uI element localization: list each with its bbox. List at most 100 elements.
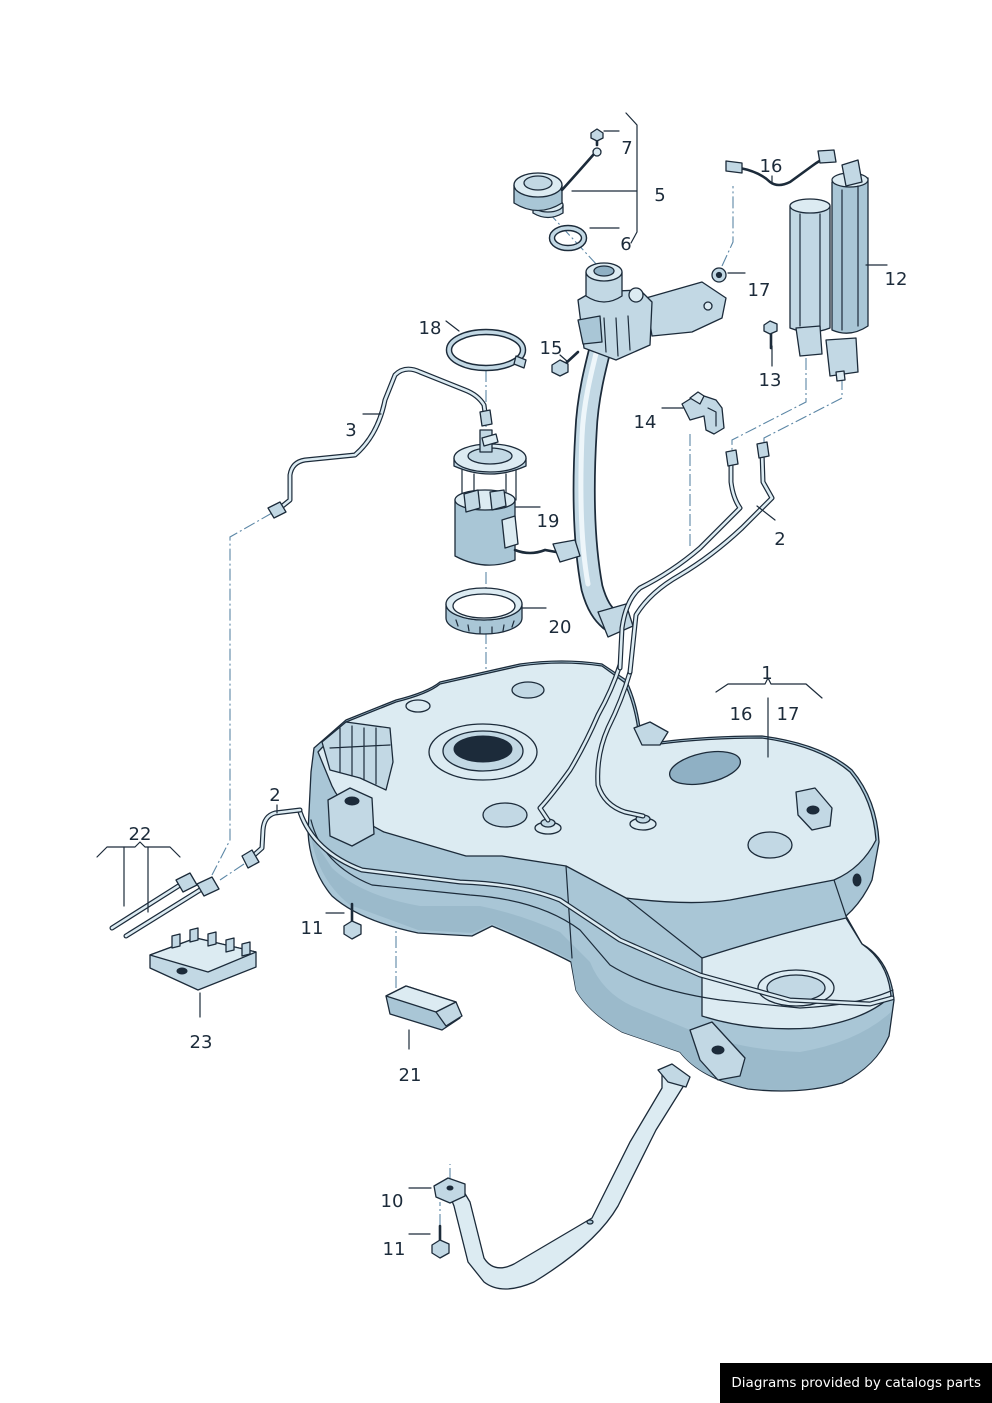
clip-14 bbox=[681, 391, 725, 435]
fuel-tank bbox=[297, 660, 895, 1092]
harness-connector-left bbox=[725, 160, 743, 174]
ring-20-teeth bbox=[455, 619, 515, 634]
pipe-2-right-a-connector bbox=[725, 449, 739, 467]
gasket-6-body bbox=[550, 226, 586, 250]
pipe-2-left-core bbox=[251, 808, 302, 858]
pump-wire bbox=[513, 548, 558, 555]
fuel-pump-19 bbox=[453, 429, 581, 566]
tank-step-line bbox=[565, 865, 847, 959]
filler-head-arm-hole bbox=[703, 301, 713, 311]
callout-15[interactable]: 15 bbox=[540, 338, 563, 359]
callout-2-right[interactable]: 2 bbox=[774, 529, 785, 550]
pipe-2-right-a-core bbox=[618, 456, 742, 670]
callout-6[interactable]: 6 bbox=[620, 234, 631, 255]
bolt-11-upper bbox=[343, 902, 362, 940]
callout-20[interactable]: 20 bbox=[549, 617, 572, 638]
align-nut-17-to-wire bbox=[721, 186, 734, 267]
tank-front-bracket bbox=[327, 787, 375, 847]
canister-left-top bbox=[789, 198, 831, 214]
clip-14-tab bbox=[689, 391, 705, 405]
callout-1[interactable]: 1 bbox=[761, 663, 772, 684]
bolt-13-head bbox=[763, 320, 778, 335]
pump-guide-rods bbox=[461, 469, 517, 501]
fuel-lines-22 bbox=[109, 872, 220, 939]
cap-tether-cord bbox=[560, 152, 596, 192]
callout-11-lower[interactable]: 11 bbox=[383, 1239, 406, 1260]
callout-10[interactable]: 10 bbox=[381, 1191, 404, 1212]
line-22-a-connector bbox=[175, 872, 198, 893]
connector-21 bbox=[385, 985, 463, 1031]
pipe-2-left bbox=[241, 807, 303, 869]
callout-21[interactable]: 21 bbox=[399, 1065, 422, 1086]
line-22-a-core bbox=[110, 883, 182, 930]
bolt-13 bbox=[763, 320, 778, 350]
leader-15 bbox=[559, 354, 569, 363]
filler-head-ribs bbox=[603, 315, 631, 357]
bolt-15-shaft bbox=[563, 350, 580, 366]
screw-7 bbox=[590, 128, 604, 147]
tensioning-strap bbox=[433, 1063, 691, 1290]
callout-16-tank[interactable]: 16 bbox=[730, 704, 753, 725]
bolt-11-lower-head bbox=[431, 1239, 450, 1259]
cap-top-grip bbox=[523, 175, 553, 191]
nut-17-hole bbox=[715, 271, 723, 279]
tank-seam-line bbox=[310, 819, 894, 1009]
canister-top-connector bbox=[841, 159, 863, 187]
callout-22[interactable]: 22 bbox=[129, 824, 152, 845]
strap-bracket bbox=[433, 1177, 466, 1204]
strap-rivet bbox=[586, 1219, 594, 1225]
canister-ribs bbox=[799, 185, 859, 331]
carbon-canister-12 bbox=[789, 159, 869, 382]
tank-port-left bbox=[534, 818, 562, 835]
callout-labels: 7 5 6 16 12 17 18 15 13 3 14 19 2 20 1 1… bbox=[129, 138, 908, 1260]
ring-20-inner bbox=[452, 593, 516, 619]
callout-17-tank[interactable]: 17 bbox=[777, 704, 800, 725]
tank-line-a-core bbox=[538, 663, 622, 822]
screw-7-head bbox=[590, 128, 604, 142]
pipe-2-right-b-connector bbox=[756, 441, 770, 459]
brace-22 bbox=[96, 841, 181, 858]
callout-3[interactable]: 3 bbox=[345, 420, 356, 441]
leader-2-right bbox=[756, 505, 776, 521]
locking-ring-20 bbox=[445, 587, 523, 635]
harness-connector-right bbox=[817, 149, 837, 164]
callout-12[interactable]: 12 bbox=[885, 269, 908, 290]
align-canister-port-a bbox=[731, 358, 807, 452]
canister-port-b-nipple bbox=[835, 370, 846, 382]
canister-port-b bbox=[825, 337, 859, 377]
canister-left-column bbox=[789, 205, 831, 333]
clip-14-body bbox=[681, 393, 725, 435]
callout-5[interactable]: 5 bbox=[654, 185, 665, 206]
filler-head-arm bbox=[645, 281, 727, 337]
callout-19[interactable]: 19 bbox=[537, 511, 560, 532]
pump-reservoir bbox=[454, 499, 516, 566]
callout-leaders bbox=[96, 112, 888, 1235]
tank-underside-shade bbox=[311, 836, 891, 1090]
tank-bottom-bracket-hole bbox=[711, 1045, 725, 1055]
tank-boss-top-left bbox=[405, 699, 431, 713]
tank-right-bracket-hole bbox=[806, 805, 820, 815]
callout-2-left[interactable]: 2 bbox=[269, 785, 280, 806]
callout-16-top[interactable]: 16 bbox=[760, 156, 783, 177]
align-pipe-3-to-lines-22 bbox=[211, 512, 273, 876]
tank-recess-top bbox=[511, 681, 545, 699]
canister-port-a bbox=[795, 325, 823, 357]
callout-17-top[interactable]: 17 bbox=[748, 280, 771, 301]
canister-right-column bbox=[831, 177, 869, 334]
seal-ring-18 bbox=[445, 328, 527, 372]
pump-electrical-connector bbox=[552, 539, 581, 563]
pipes-2-right bbox=[617, 441, 775, 675]
callout-7[interactable]: 7 bbox=[621, 138, 632, 159]
leader-18 bbox=[445, 320, 460, 332]
tank-pump-opening bbox=[453, 735, 513, 763]
callout-18[interactable]: 18 bbox=[419, 318, 442, 339]
callout-13[interactable]: 13 bbox=[759, 370, 782, 391]
pump-float-arm bbox=[501, 515, 519, 549]
callout-23[interactable]: 23 bbox=[190, 1032, 213, 1053]
callout-14[interactable]: 14 bbox=[634, 412, 657, 433]
callout-11-upper[interactable]: 11 bbox=[301, 918, 324, 939]
cap-tether-eye bbox=[592, 147, 602, 157]
connector-21-plug bbox=[435, 1001, 463, 1027]
